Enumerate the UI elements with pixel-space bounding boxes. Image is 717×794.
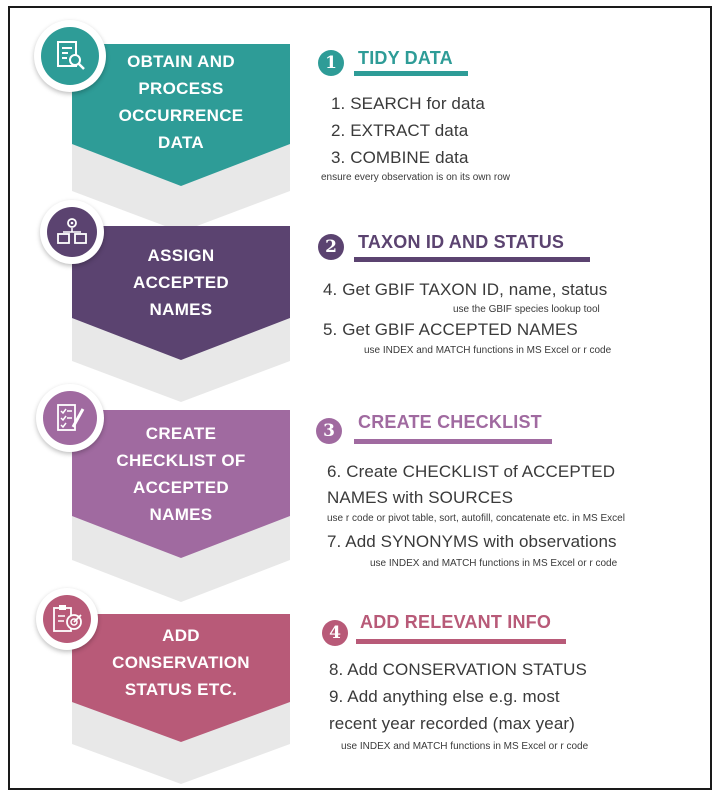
step-1-number: 1 xyxy=(318,50,344,76)
step-3-title: CREATE CHECKLIST OF ACCEPTED NAMES xyxy=(116,424,246,524)
checklist-pencil-icon xyxy=(57,404,85,431)
step-4-underline xyxy=(356,639,566,644)
step-3-icon-circle xyxy=(36,384,104,452)
step-4-chevron xyxy=(72,614,290,784)
step-3-number: 3 xyxy=(316,418,342,444)
step-2-note-2: use INDEX and MATCH functions in MS Exce… xyxy=(364,345,612,356)
step-3-item-1: 6. Create CHECKLIST of ACCEPTED xyxy=(327,462,616,481)
step-2-title: ASSIGN ACCEPTED NAMES xyxy=(133,246,229,319)
gear-boxes-icon xyxy=(57,218,87,244)
step-3-underline xyxy=(354,439,552,444)
step-4-item-2: 9. Add anything else e.g. most xyxy=(329,687,560,706)
step-4-note: use INDEX and MATCH functions in MS Exce… xyxy=(341,741,589,752)
step-3-note-2: use INDEX and MATCH functions in MS Exce… xyxy=(370,558,618,569)
step-4-item-1: 8. Add CONSERVATION STATUS xyxy=(329,660,587,679)
document-search-icon xyxy=(57,41,85,70)
step-2-item-1: 4. Get GBIF TAXON ID, name, status xyxy=(323,280,608,299)
step-2-chevron xyxy=(72,226,290,402)
step-1-icon-circle xyxy=(34,20,106,92)
step-1-heading: TIDY DATA xyxy=(358,48,453,68)
step-1-item-3: 3. COMBINE data xyxy=(331,148,469,167)
step-4-heading: ADD RELEVANT INFO xyxy=(360,612,552,632)
step-2-heading: TAXON ID AND STATUS xyxy=(358,232,565,252)
step-4-icon-circle xyxy=(36,588,98,650)
step-2-note-1: use the GBIF species lookup tool xyxy=(453,304,600,315)
step-2-item-2: 5. Get GBIF ACCEPTED NAMES xyxy=(323,320,578,339)
clipboard-target-icon xyxy=(53,605,82,632)
step-1-underline xyxy=(354,71,468,76)
step-4-item-2-cont: recent year recorded (max year) xyxy=(329,714,575,733)
step-2-underline xyxy=(354,257,590,262)
step-4-number: 4 xyxy=(322,620,348,646)
step-1-chevron xyxy=(72,44,290,232)
step-1-item-2: 2. EXTRACT data xyxy=(331,121,469,140)
step-2-number: 2 xyxy=(318,234,344,260)
step-1-title: OBTAIN AND PROCESS OCCURRENCE DATA xyxy=(118,52,244,152)
step-1-item-1: 1. SEARCH for data xyxy=(331,94,485,113)
step-3-heading: CREATE CHECKLIST xyxy=(358,412,542,432)
step-3-item-2: 7. Add SYNONYMS with observations xyxy=(327,532,617,551)
step-1-note: ensure every observation is on its own r… xyxy=(321,172,510,183)
step-3-chevron xyxy=(72,410,290,602)
step-2-icon-circle xyxy=(40,200,104,264)
step-3-item-1-cont: NAMES with SOURCES xyxy=(327,488,514,507)
step-3-note-1: use r code or pivot table, sort, autofil… xyxy=(327,513,625,524)
step-4-title: ADD CONSERVATION STATUS ETC. xyxy=(112,626,250,699)
